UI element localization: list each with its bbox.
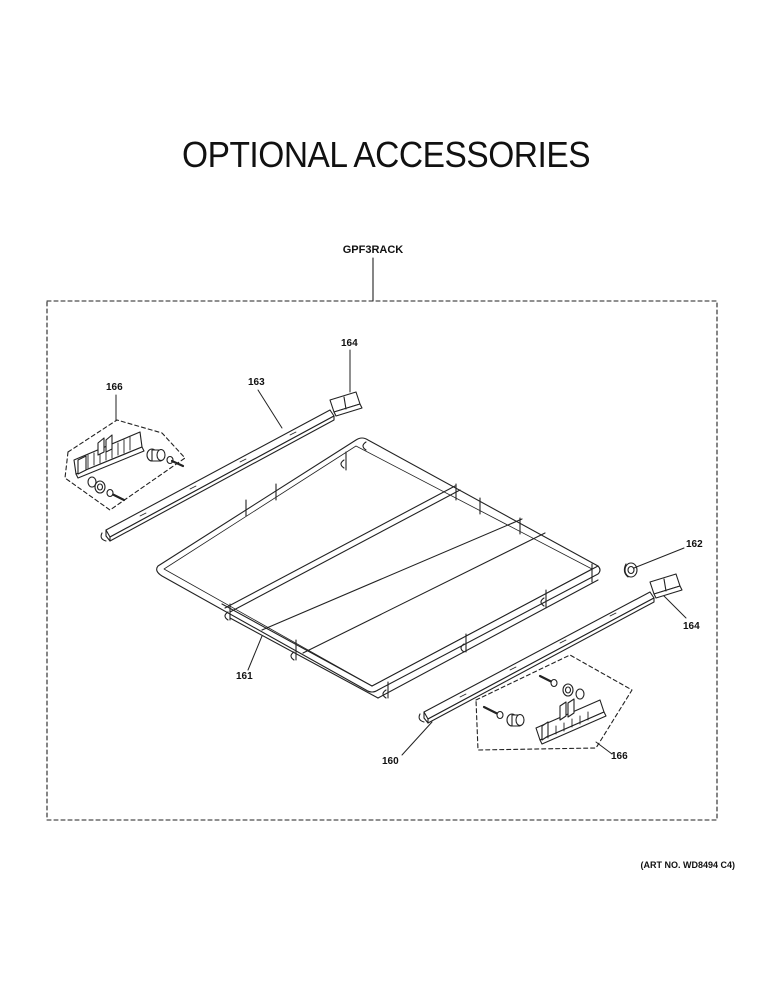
callout-164-top: 164: [341, 338, 358, 349]
bracket-group-right-outline: [475, 654, 633, 751]
left-bracket-part: [73, 431, 145, 479]
callout-162: 162: [686, 539, 703, 550]
bracket-group-left-outline: [64, 419, 186, 511]
bracket-group-left: [64, 419, 186, 511]
oven-rack: [156, 437, 601, 699]
callout-161: 161: [236, 671, 253, 682]
callout-166-left: 166: [106, 382, 123, 393]
leader-lines: [115, 349, 687, 756]
callout-160: 160: [382, 756, 399, 767]
callout-164-right: 164: [683, 621, 700, 632]
kit-label: GPF3RACK: [342, 244, 404, 256]
callout-163: 163: [248, 377, 265, 388]
page-title: OPTIONAL ACCESSORIES: [181, 134, 591, 175]
upper-slide-rail: [100, 409, 335, 542]
right-bracket-part: [535, 698, 607, 745]
lower-slide-rail: [418, 591, 655, 724]
end-cap-right: [649, 573, 683, 599]
bracket-group-right: [475, 654, 633, 751]
kit-boundary-box: [46, 300, 718, 821]
end-cap-top: [329, 391, 363, 417]
callout-166-right: 166: [611, 751, 628, 762]
art-number: (ART NO. WD8494 C4): [640, 860, 735, 870]
roller-part: [623, 562, 638, 578]
